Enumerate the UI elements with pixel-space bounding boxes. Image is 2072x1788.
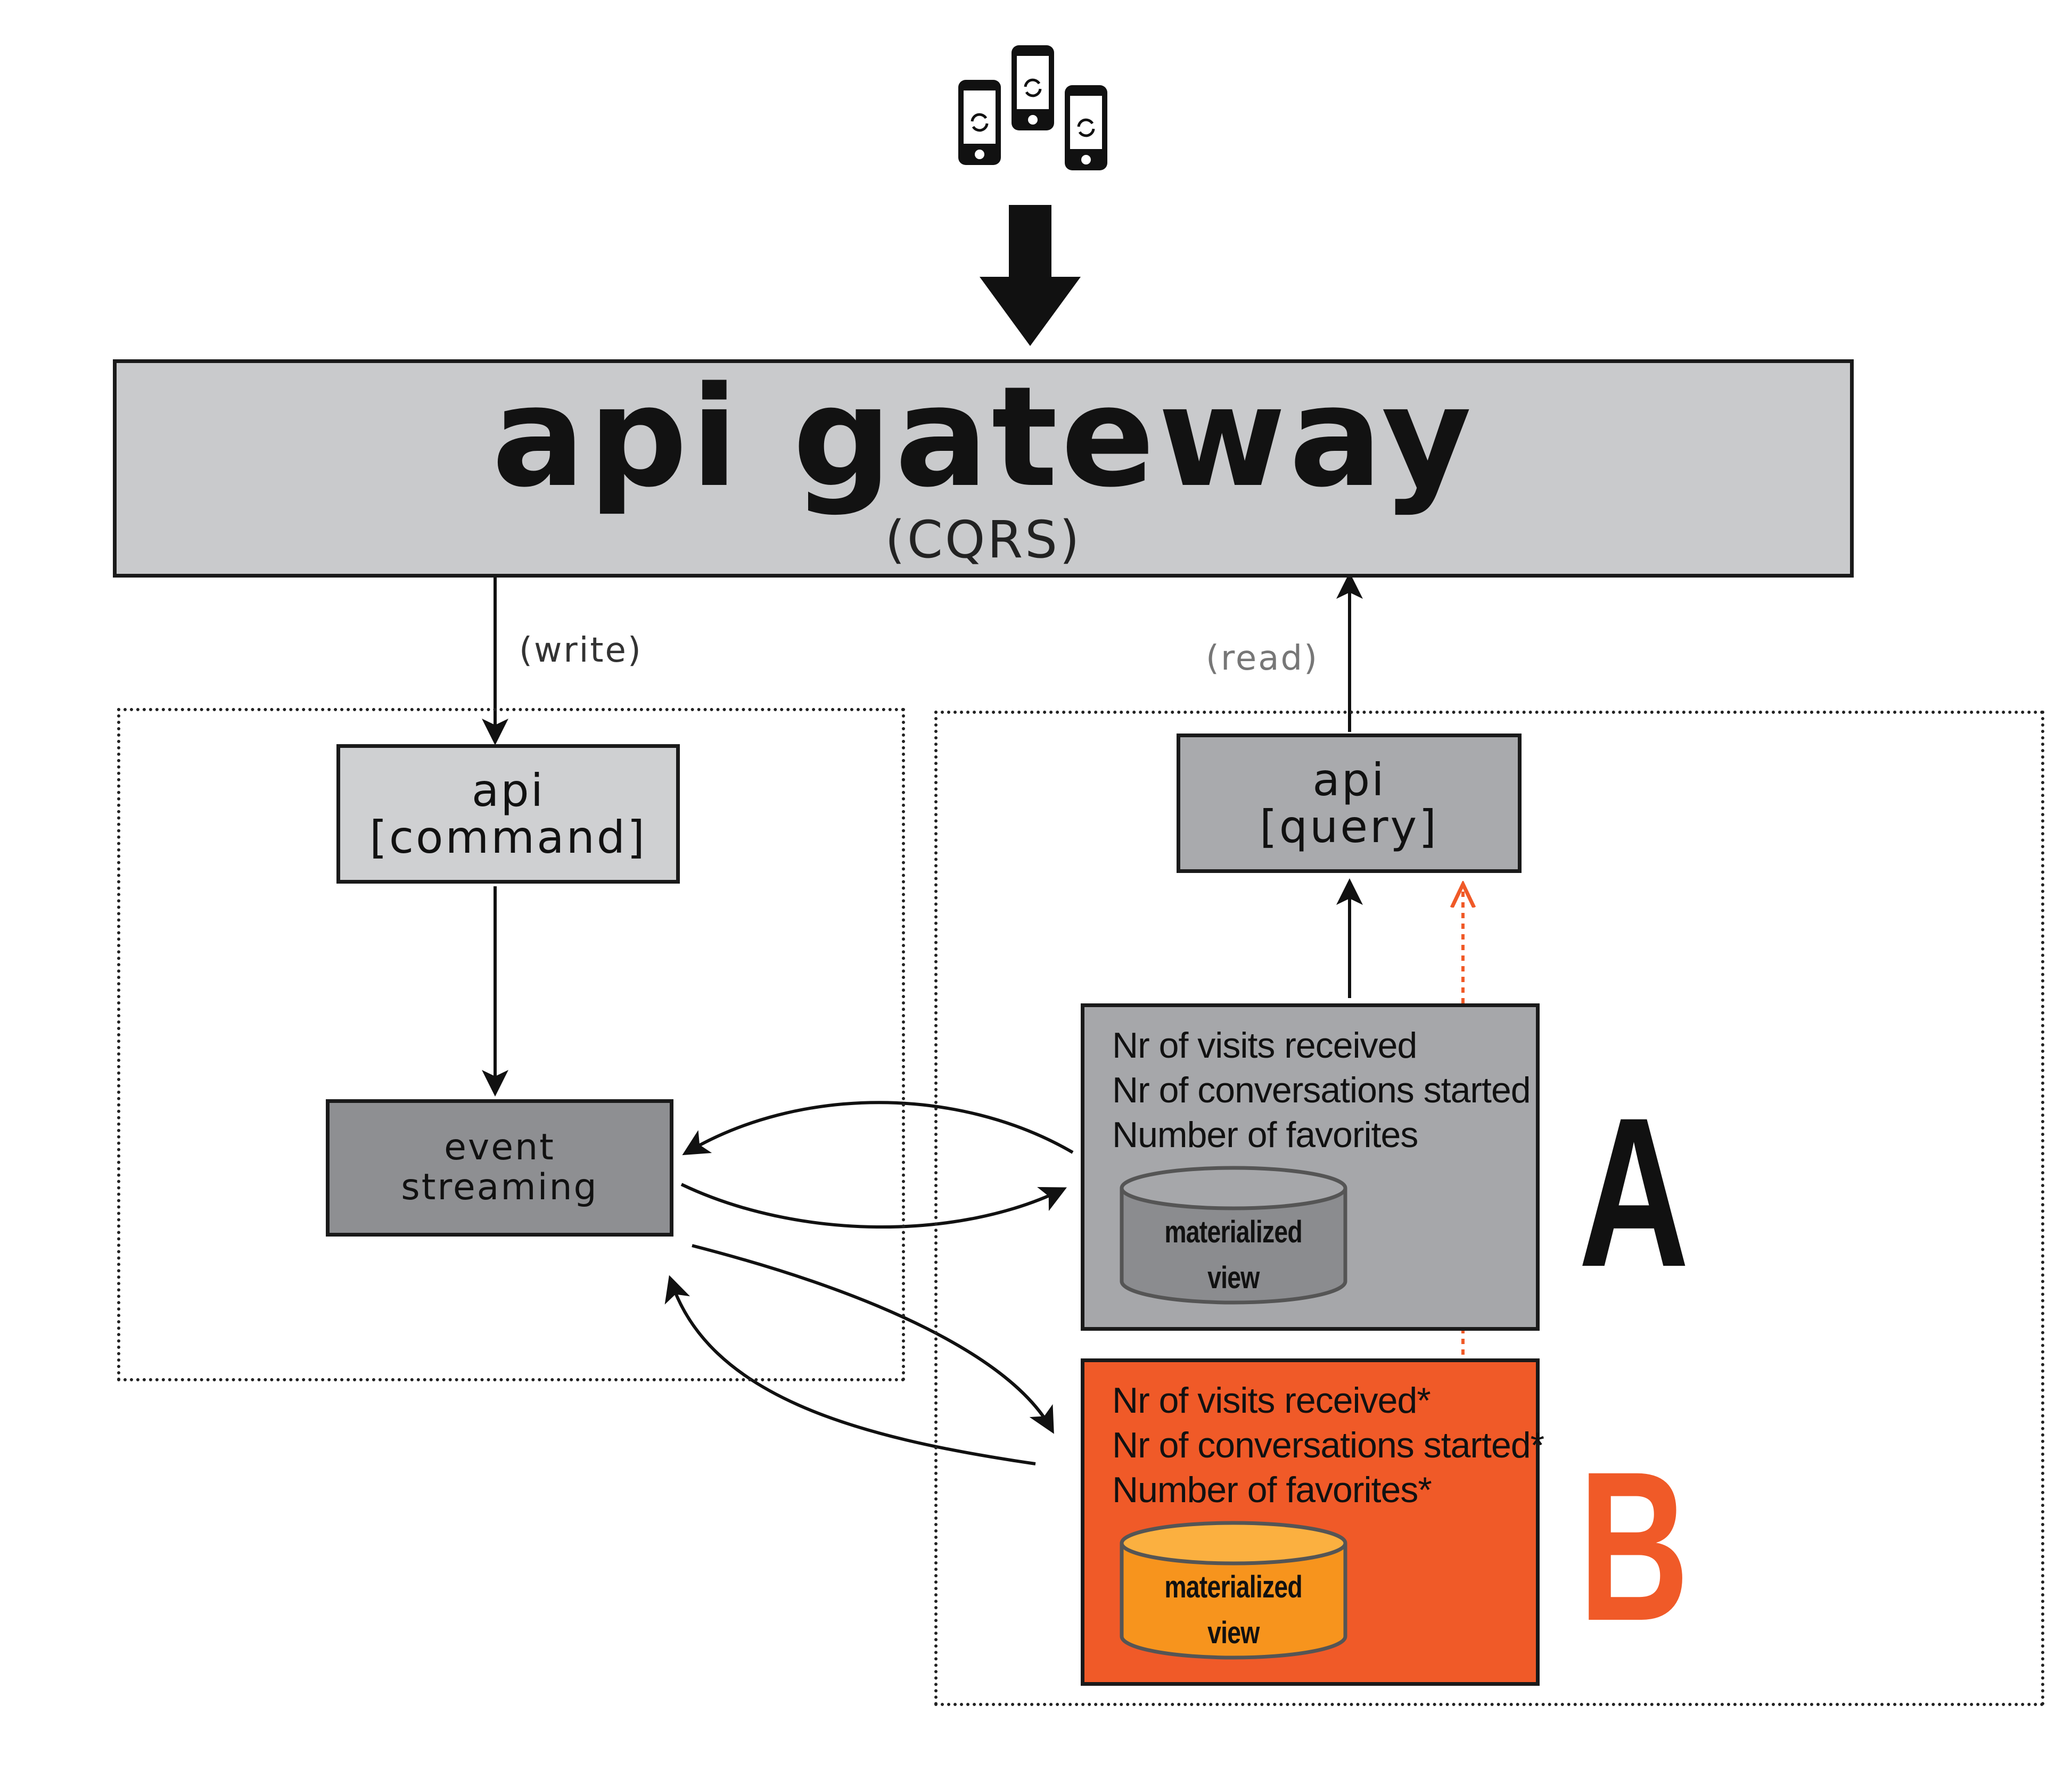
event-streaming-line2: streaming	[401, 1166, 598, 1208]
view-a-metric-favorites: Number of favorites	[1112, 1115, 1418, 1155]
phone-sync-icon	[958, 80, 1001, 165]
view-a-cylinder-line1: materialized	[1164, 1215, 1303, 1249]
phone-sync-icon	[1065, 85, 1107, 170]
view-b-to-event-arrow	[664, 1275, 1036, 1465]
write-label: (write)	[519, 631, 643, 670]
api-query-line1: api	[1312, 753, 1386, 806]
read-label: (read)	[1206, 639, 1319, 678]
database-cylinder-icon: materialized view	[1116, 1519, 1351, 1663]
event-to-view-a-arrow	[680, 1183, 1067, 1229]
api-command-line1: api	[471, 764, 545, 817]
materialized-view-b-box[interactable]: Nr of visits received* Nr of conversatio…	[1081, 1358, 1544, 1686]
view-b-metric-visits: Nr of visits received*	[1112, 1380, 1431, 1421]
command-side-container	[117, 708, 905, 1381]
clients-to-gateway-arrow	[980, 205, 1081, 346]
variant-b-label: B	[1578, 1427, 1689, 1665]
view-b-cylinder-line2: view	[1207, 1616, 1260, 1650]
view-a-to-event-arrow	[682, 1101, 1074, 1156]
api-query-box[interactable]: api [query]	[1177, 734, 1522, 873]
phone-sync-icon	[1012, 45, 1054, 130]
view-a-metric-conversations: Nr of conversations started	[1112, 1070, 1531, 1110]
database-cylinder-icon: materialized view	[1116, 1164, 1351, 1308]
view-b-cylinder-line1: materialized	[1164, 1570, 1303, 1604]
api-gateway-title: api gateway	[491, 357, 1475, 518]
api-gateway-subtitle: (CQRS)	[885, 510, 1082, 570]
event-streaming-line1: event	[444, 1126, 555, 1169]
view-b-metric-conversations: Nr of conversations started*	[1112, 1425, 1544, 1465]
api-command-box[interactable]: api [command]	[336, 744, 680, 884]
variant-a-label: A	[1578, 1073, 1689, 1311]
api-gateway-box[interactable]: api gateway (CQRS)	[113, 359, 1854, 578]
api-command-line2: [command]	[369, 811, 647, 863]
event-streaming-box[interactable]: event streaming	[326, 1099, 673, 1237]
view-a-metric-visits: Nr of visits received	[1112, 1025, 1417, 1066]
view-a-cylinder-line2: view	[1207, 1260, 1260, 1295]
query-side-container	[934, 711, 2044, 1706]
view-b-metric-favorites: Number of favorites*	[1112, 1470, 1432, 1510]
api-query-line2: [query]	[1259, 801, 1439, 853]
materialized-view-a-box[interactable]: Nr of visits received Nr of conversation…	[1081, 1003, 1540, 1331]
event-to-view-b-arrow	[692, 1244, 1054, 1434]
